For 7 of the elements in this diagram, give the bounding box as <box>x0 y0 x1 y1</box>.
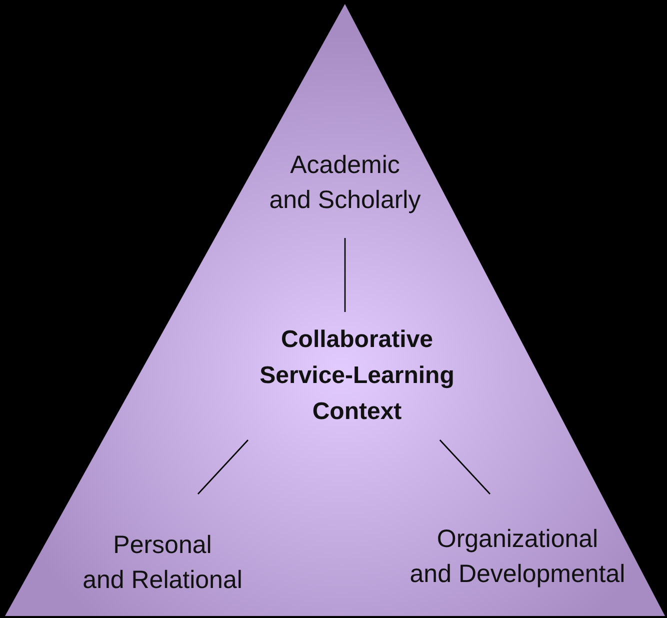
connector-line <box>198 440 248 494</box>
dimension-label: Academic and Scholarly <box>269 150 421 216</box>
connector-line <box>439 440 490 494</box>
central-concept-label: Collaborative Service-Learning Context <box>260 325 454 427</box>
dimension-label: Organizational and Developmental <box>410 524 626 590</box>
dimension-label: Personal and Relational <box>82 530 242 596</box>
connector-line <box>344 238 346 312</box>
